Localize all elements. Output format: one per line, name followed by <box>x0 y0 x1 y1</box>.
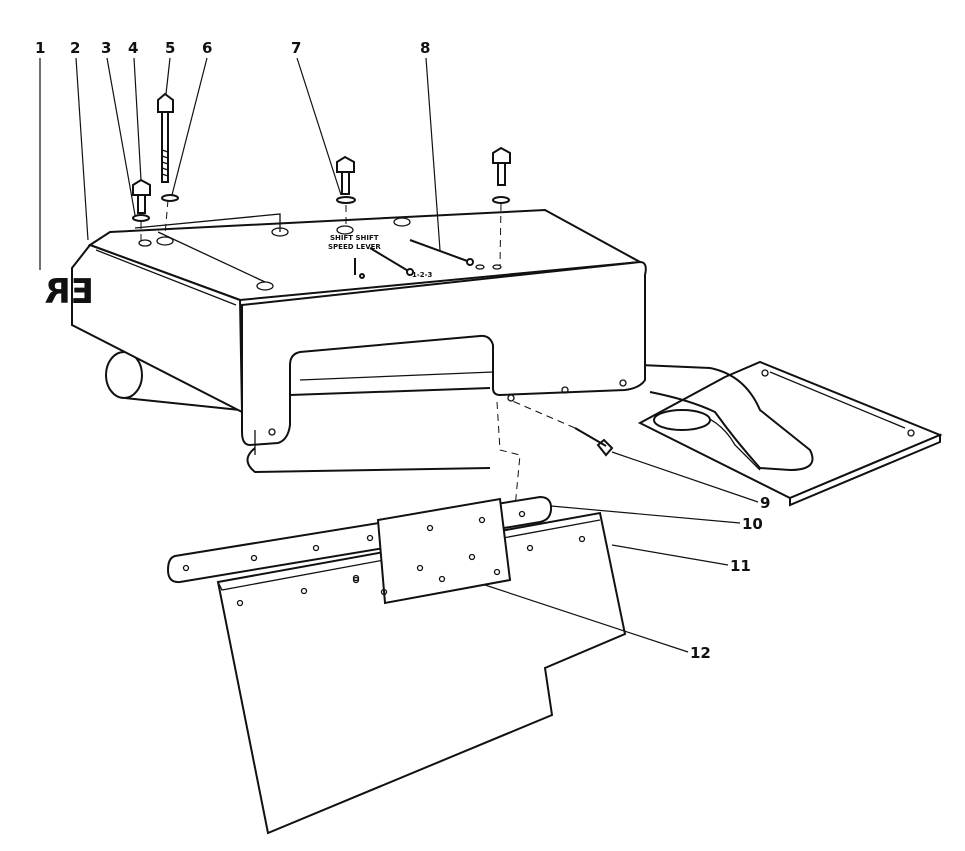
stencil-line-2: SPEED LEVER <box>328 243 381 251</box>
callout-4: 4 <box>128 39 138 57</box>
base-plate <box>637 360 943 507</box>
long-bolt <box>157 92 174 183</box>
clamp-plate <box>352 497 512 605</box>
callout-7: 7 <box>291 39 301 57</box>
decal-text: ER <box>45 272 94 312</box>
callout-8: 8 <box>420 39 430 57</box>
leader-lines <box>39 57 759 653</box>
callout-5: 5 <box>165 39 175 57</box>
stencil-line-3: 1-2-3 <box>412 271 433 279</box>
callout-11: 11 <box>730 557 751 575</box>
callout-9: 9 <box>760 494 770 512</box>
callout-10: 10 <box>742 515 763 533</box>
callout-1: 1 <box>35 39 45 57</box>
main-housing <box>71 208 647 455</box>
side-screw <box>574 427 614 457</box>
short-bolt-left <box>132 178 151 222</box>
short-bolt-right <box>492 146 511 204</box>
callout-3: 3 <box>101 39 111 57</box>
callout-6: 6 <box>202 39 212 57</box>
stencil-line-1: SHIFT SHIFT <box>330 234 379 242</box>
lock-washer <box>161 194 179 202</box>
short-bolt-middle <box>336 155 356 204</box>
frame-tube <box>639 364 814 472</box>
callout-2: 2 <box>70 39 80 57</box>
callout-12: 12 <box>690 644 711 662</box>
